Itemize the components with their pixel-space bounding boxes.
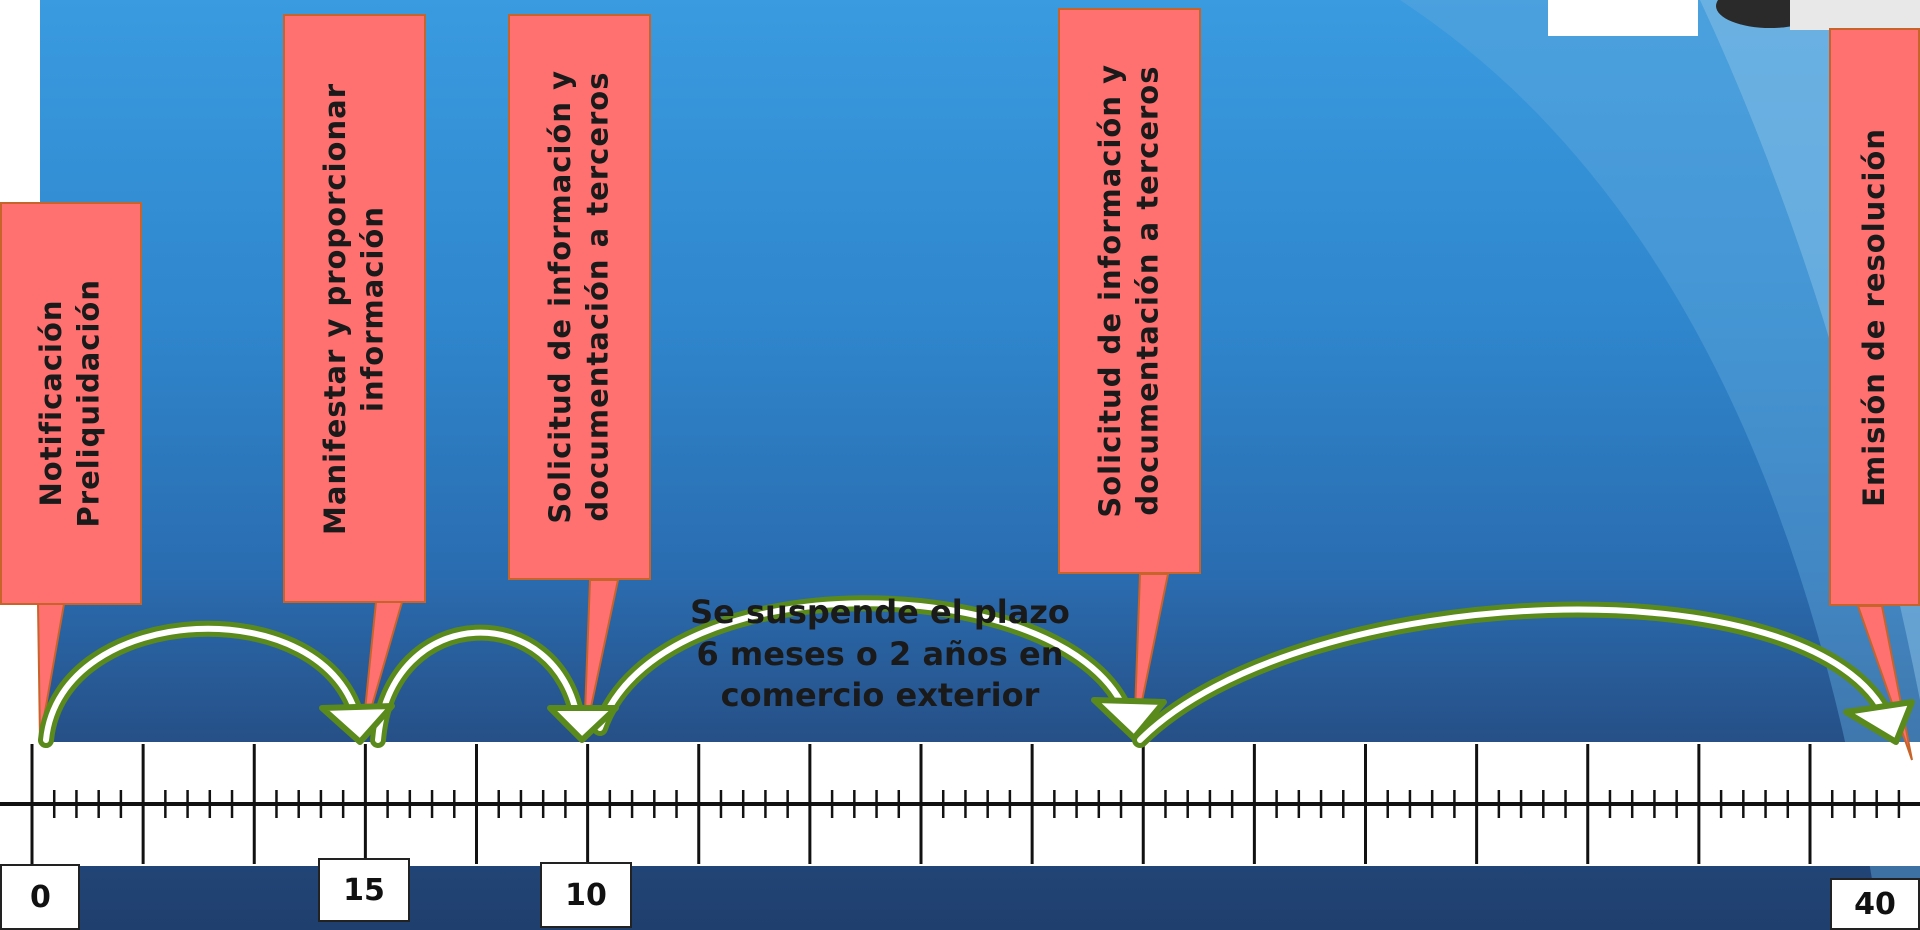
callout-emision: Emisión de resolución xyxy=(1829,28,1920,606)
decorative-corner-image xyxy=(1790,0,1920,30)
decorative-swoosh xyxy=(1400,0,1920,930)
callout-label: Emisión de resolución xyxy=(1856,127,1891,507)
curved-arrow xyxy=(1137,606,1891,743)
callout-solicitud-1: Solicitud de información y documentación… xyxy=(508,14,651,580)
day-label-0: 0 xyxy=(0,864,80,930)
callout-label: Solicitud de información y documentación… xyxy=(542,70,615,524)
callout-label: Notificación Preliquidación xyxy=(34,279,106,528)
arrow-head xyxy=(1091,697,1167,741)
curved-arrow xyxy=(43,625,361,743)
curved-arrow xyxy=(375,629,581,743)
decorative-corner-image xyxy=(1548,0,1698,36)
callout-notificacion: Notificación Preliquidación xyxy=(0,202,142,605)
callout-label: Manifestar y proporcionar información xyxy=(317,82,390,535)
arrow-head xyxy=(319,703,395,745)
arrow-head xyxy=(1843,699,1915,745)
callout-manifestar: Manifestar y proporcionar información xyxy=(283,14,426,603)
callout-label: Solicitud de información y documentación… xyxy=(1092,64,1165,518)
callout-solicitud-2: Solicitud de información y documentación… xyxy=(1058,8,1201,574)
curved-arrow xyxy=(1132,601,1896,748)
suspension-note: Se suspende el plazo 6 meses o 2 años en… xyxy=(690,593,1070,715)
day-label-15: 15 xyxy=(318,858,410,922)
curved-arrow xyxy=(38,620,366,748)
curved-arrow xyxy=(597,600,1127,731)
day-label-10: 10 xyxy=(540,862,632,928)
arrow-head xyxy=(547,705,619,743)
callout-pointer-solicitud-1 xyxy=(583,579,620,741)
curved-arrow xyxy=(370,624,586,748)
day-label-40: 40 xyxy=(1830,878,1920,930)
ruler-ticks xyxy=(30,744,1901,864)
